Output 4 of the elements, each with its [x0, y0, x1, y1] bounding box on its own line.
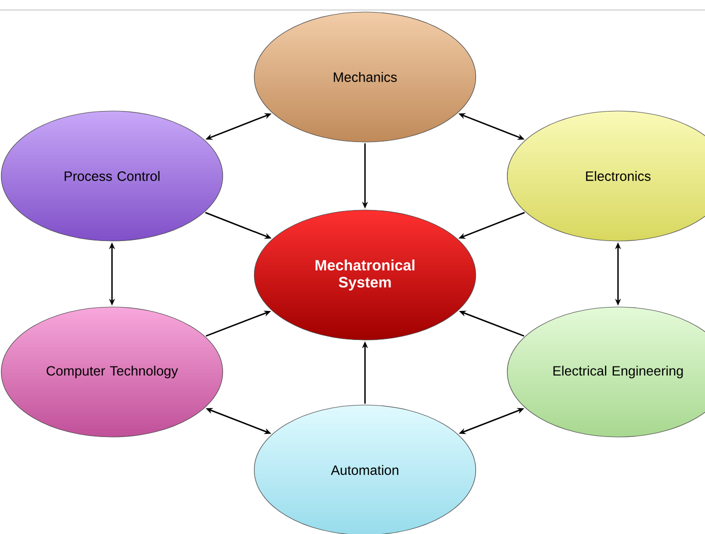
ellipse-node: Mechanics [254, 12, 476, 142]
ellipse-node: Mechatronical System [254, 210, 476, 340]
ellipse-node: Computer Technology [0, 306, 224, 438]
ellipse-node: Process Control [0, 110, 224, 242]
